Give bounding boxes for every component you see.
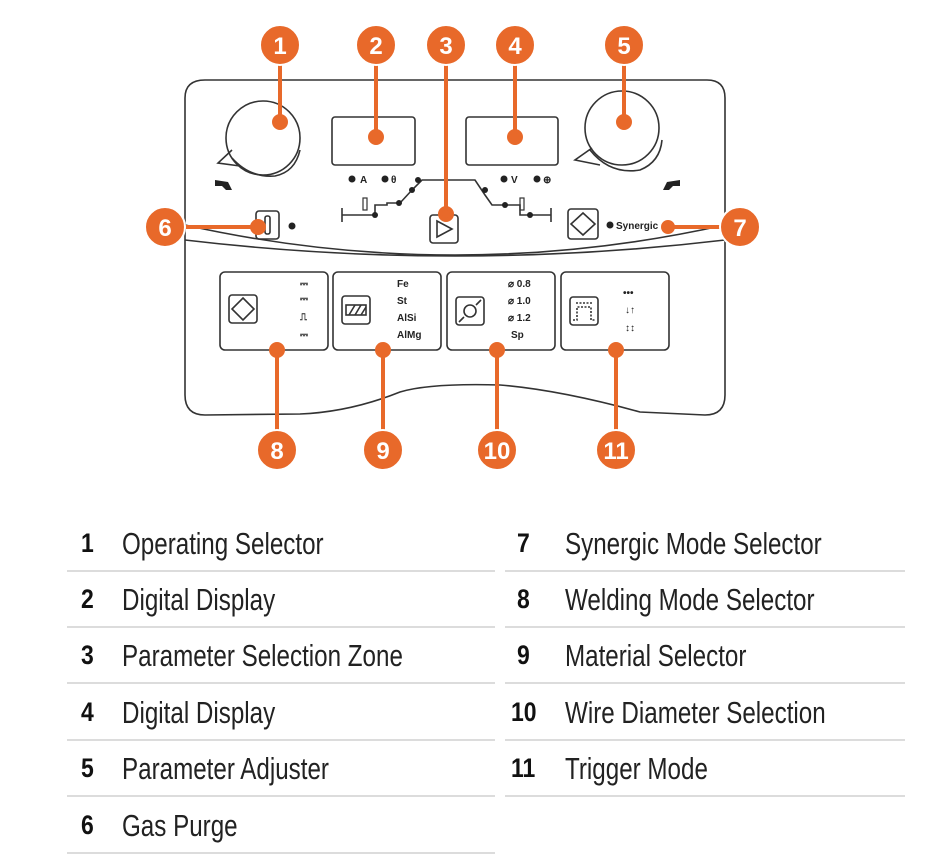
control-panel-diagram: A θ V ⊕ ⎓ ⎓ ⎍ ⎓ Fe St AlSi AlMg ⌀ 0.8 ⌀ … — [144, 24, 761, 471]
callout-3: 3 — [439, 33, 452, 60]
legend-number: 11 — [511, 753, 536, 783]
legend-number: 9 — [517, 640, 530, 670]
volts-label: V — [511, 175, 518, 186]
inductance-label: ⊕ — [543, 175, 551, 186]
material-panel[interactable] — [332, 271, 442, 351]
legend-number: 2 — [81, 584, 94, 614]
trigger-icon — [573, 302, 595, 321]
callout-8: 8 — [270, 438, 283, 465]
legend-item: 4 Digital Display — [67, 683, 495, 741]
callout-badges — [144, 24, 761, 471]
callout-7: 7 — [733, 215, 746, 242]
callout-5: 5 — [617, 33, 630, 60]
gas-bottle-icon — [264, 215, 271, 235]
panel-divider-curve-2 — [184, 239, 726, 257]
callout-4: 4 — [508, 33, 522, 60]
callout-1: 1 — [273, 33, 286, 60]
welding-mode-panel[interactable] — [219, 271, 329, 351]
callout-10: 10 — [484, 438, 511, 465]
torch-icon-left — [215, 180, 232, 190]
legend-text: Material Selector — [565, 638, 747, 673]
material-label: Fe — [397, 279, 409, 290]
legend-text: Synergic Mode Selector — [565, 526, 822, 561]
material-button[interactable] — [341, 295, 371, 325]
legend-item: 1 Operating Selector — [67, 514, 495, 572]
diamond-icon — [569, 211, 597, 237]
wire-arrows-icon — [458, 299, 482, 323]
legend-text: Operating Selector — [122, 526, 324, 561]
trigger-mode-label: ••• — [623, 288, 634, 299]
material-label: AlMg — [397, 330, 421, 341]
trigger-mode-label: ↕↕ — [625, 323, 635, 334]
legend-number: 8 — [517, 584, 530, 614]
legend-text: Gas Purge — [122, 808, 238, 843]
mode-label: ⎍ — [299, 312, 308, 323]
operating-selector-knob[interactable] — [216, 100, 301, 177]
wire-diameter-label: ⌀ 1.0 — [508, 296, 531, 307]
legend-item: 5 Parameter Adjuster — [67, 739, 495, 797]
thickness-label: θ — [391, 175, 396, 186]
legend-number: 6 — [81, 810, 94, 840]
wire-diameter-button[interactable] — [455, 296, 485, 326]
synergic-label: Synergic — [616, 221, 659, 232]
digital-display-left — [331, 116, 416, 166]
mode-label: ⎓ — [300, 279, 308, 290]
synergic-button[interactable] — [567, 208, 599, 240]
legend-number: 7 — [517, 528, 530, 558]
legend-number: 1 — [81, 528, 94, 558]
legend-item: 8 Welding Mode Selector — [505, 570, 905, 628]
torch-icon-right — [663, 180, 680, 190]
legend-item: 10 Wire Diameter Selection — [505, 683, 905, 741]
parameter-adjuster-knob[interactable] — [573, 90, 663, 172]
gas-bottle-icon — [519, 197, 525, 211]
callout-11: 11 — [603, 438, 628, 465]
legend-number: 3 — [81, 640, 94, 670]
legend-text: Parameter Selection Zone — [122, 638, 403, 673]
amps-label: A — [360, 175, 367, 186]
legend-text: Digital Display — [122, 695, 276, 730]
indicator-dots — [288, 175, 614, 230]
callout-6: 6 — [158, 215, 171, 242]
mode-label: ⎓ — [300, 330, 308, 341]
parameter-selection-path — [341, 179, 552, 222]
callout-2: 2 — [369, 33, 382, 60]
legend-item: 2 Digital Display — [67, 570, 495, 628]
trigger-mode-panel[interactable] — [560, 271, 670, 351]
legend-text: Digital Display — [122, 582, 276, 617]
mode-label: ⎓ — [300, 294, 308, 305]
legend-item: 3 Parameter Selection Zone — [67, 626, 495, 684]
legend-item: 7 Synergic Mode Selector — [505, 514, 905, 572]
legend-item: 11 Trigger Mode — [505, 739, 905, 797]
wire-diameter-label: Sp — [511, 330, 524, 341]
legend-item: 9 Material Selector — [505, 626, 905, 684]
wire-diameter-label: ⌀ 0.8 — [508, 279, 531, 290]
panel-outline — [184, 79, 726, 416]
digital-display-right — [465, 116, 559, 166]
legend-text: Welding Mode Selector — [565, 582, 815, 617]
callout-9: 9 — [376, 438, 389, 465]
legend-text: Trigger Mode — [565, 751, 708, 786]
material-hatch-icon — [348, 304, 367, 316]
diamond-icon — [230, 296, 256, 322]
welding-mode-button[interactable] — [228, 294, 258, 324]
legend-item: 6 Gas Purge — [67, 796, 495, 854]
wire-icon — [463, 304, 477, 318]
material-icon — [345, 304, 367, 316]
legend-text: Parameter Adjuster — [122, 751, 329, 786]
legend-number: 5 — [81, 753, 94, 783]
legend-text: Wire Diameter Selection — [565, 695, 826, 730]
play-icon — [436, 219, 454, 239]
gas-bottle-icon — [362, 197, 368, 211]
material-label: AlSi — [397, 313, 417, 324]
trigger-mode-button[interactable] — [569, 296, 599, 326]
wire-diameter-label: ⌀ 1.2 — [508, 313, 531, 324]
legend-number: 4 — [81, 697, 94, 727]
legend-number: 10 — [511, 697, 537, 727]
trigger-mode-label: ↓↑ — [625, 305, 635, 316]
material-label: St — [397, 296, 408, 307]
